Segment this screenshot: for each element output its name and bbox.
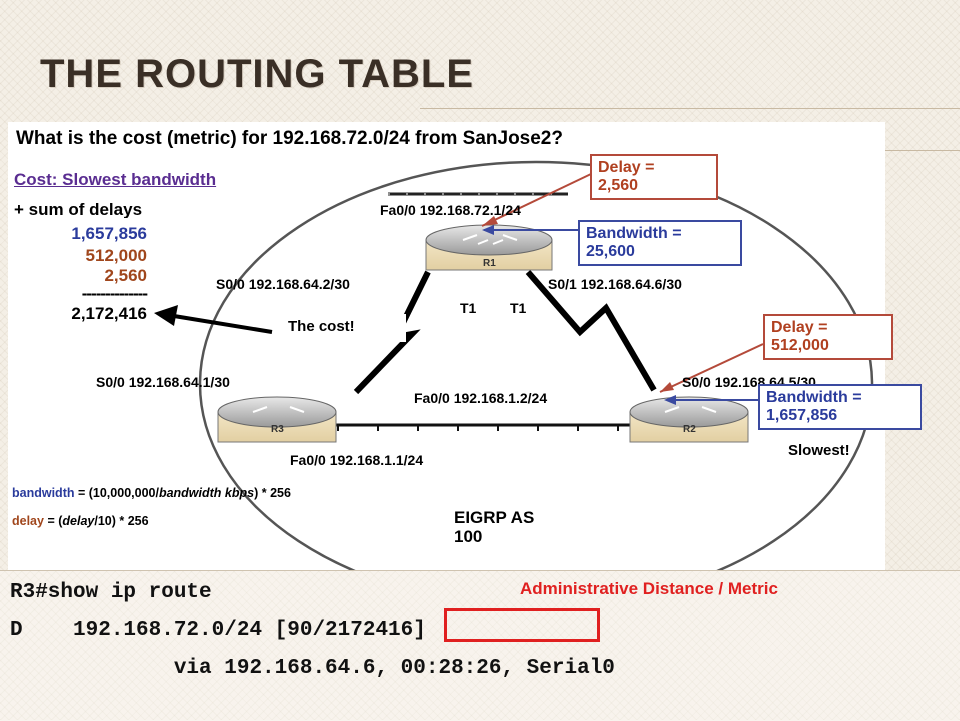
title-rule (420, 108, 960, 109)
r1-fa0-interface: Fa0/0 192.168.72.1/24 (380, 202, 521, 218)
sum-divider: -------------- (81, 284, 148, 303)
delay2-arrow (659, 343, 764, 393)
cost-sum-box: 1,657,856 512,000 2,560 -------------- 2… (11, 218, 149, 355)
sum-total-value: 2,172,416 (71, 304, 147, 323)
delay-formula: delay = (delay/10) * 256 (12, 514, 149, 528)
t1-left-label: T1 (460, 300, 477, 316)
r2-fa0-interface: Fa0/0 192.168.1.2/24 (414, 390, 548, 406)
sum-delay-value-2: 2,560 (104, 266, 147, 285)
delay-callout-r1: Delay = 2,560 (590, 154, 718, 200)
bandwidth-callout-r1: Bandwidth = 25,600 (578, 220, 742, 266)
metric-highlight-box (444, 608, 600, 642)
network-diagram: What is the cost (metric) for 192.168.72… (8, 122, 922, 570)
router-r3-label: R3 (271, 424, 284, 435)
command-line: R3#show ip route (10, 581, 212, 604)
diagram-question: What is the cost (metric) for 192.168.72… (16, 128, 563, 149)
sum-bandwidth-value: 1,657,856 (71, 224, 147, 243)
sum-delay-value-1: 512,000 (85, 246, 147, 265)
router-r3-shape (217, 396, 337, 443)
ad-metric-label: Administrative Distance / Metric (520, 579, 778, 598)
route-via-line: via 192.168.64.6, 00:28:26, Serial0 (10, 657, 615, 680)
delay1-arrow (481, 173, 592, 227)
router-r1-shape (425, 224, 553, 271)
cost-subtitle: + sum of delays (14, 200, 143, 219)
r3-s00-interface: S0/0 192.168.64.1/30 (96, 374, 230, 390)
bandwidth-callout-r2: Bandwidth = 1,657,856 (758, 384, 922, 430)
diagram-drawing (154, 160, 874, 570)
cost-title: Cost: Slowest bandwidth (14, 170, 217, 189)
as-boundary-ellipse (198, 160, 874, 570)
router-r2-shape (629, 396, 749, 443)
t1-right-label: T1 (510, 300, 527, 316)
router-r1-label: R1 (483, 258, 496, 269)
r1-s01-interface: S0/1 192.168.64.6/30 (548, 276, 682, 292)
delay-callout-r2: Delay = 512,000 (763, 314, 893, 360)
r3-fa0-interface: Fa0/0 192.168.1.1/24 (290, 452, 424, 468)
route-entry-line: D 192.168.72.0/24 [90/2172416] (10, 619, 426, 642)
r1-s00-interface: S0/0 192.168.64.2/30 (216, 276, 350, 292)
command-output-panel: R3#show ip route D 192.168.72.0/24 [90/2… (0, 570, 960, 721)
cost-arrow (173, 314, 273, 334)
bandwidth-formula: bandwidth = (10,000,000/bandwidth kbps) … (12, 486, 291, 500)
the-cost-label: The cost! (288, 318, 355, 335)
eigrp-as-label: EIGRP AS 100 (454, 508, 535, 546)
slide-title: The Routing Table (40, 52, 475, 96)
router-r2-label: R2 (683, 424, 696, 435)
slowest-label: Slowest! (788, 442, 850, 459)
serial-link-r1-r2 (525, 270, 657, 392)
title-rule-secondary (840, 150, 960, 151)
